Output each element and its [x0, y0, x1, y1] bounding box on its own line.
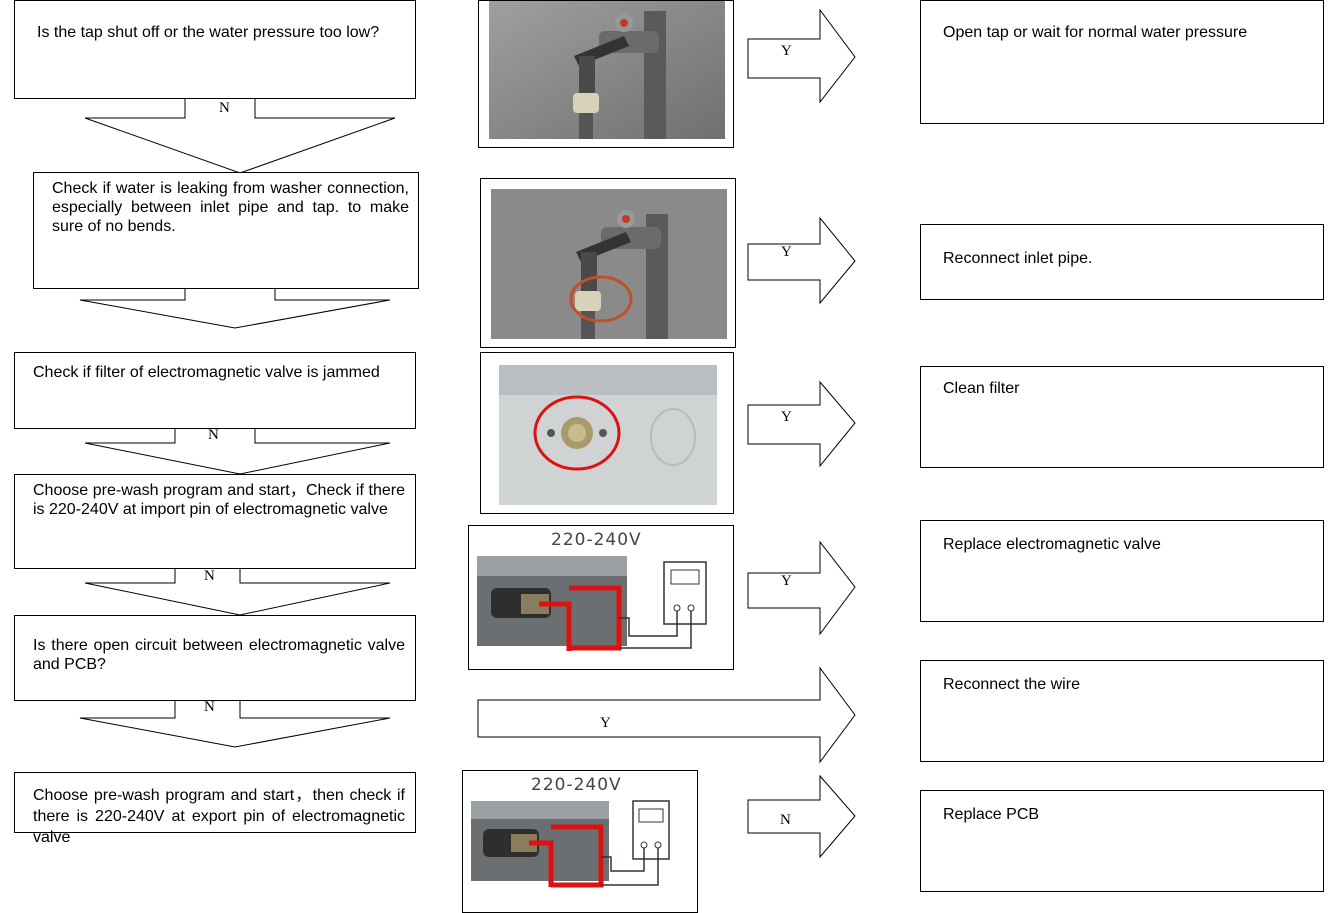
right-arrow-2	[747, 216, 856, 305]
question-text-3: Check if filter of electromagnetic valve…	[33, 364, 380, 381]
question-box-2: Check if water is leaking from washer co…	[33, 172, 419, 289]
question-box-6: Choose pre-wash program and start，then c…	[14, 772, 416, 846]
yes-label-1: Y	[781, 43, 792, 59]
action-box-6: Replace PCB	[920, 790, 1324, 892]
action-box-2: Reconnect inlet pipe.	[920, 224, 1324, 300]
tap-connection-photo	[480, 178, 736, 348]
yes-label-2: Y	[781, 244, 792, 260]
action-box-4: Replace electromagnetic valve	[920, 520, 1324, 622]
down-arrow-3	[84, 427, 391, 475]
voltage-label-1: 220-240V	[551, 530, 642, 550]
yes-label-5: Y	[600, 715, 611, 731]
question-box-3: Check if filter of electromagnetic valve…	[14, 352, 416, 429]
action-text-1: Open tap or wait for normal water pressu…	[943, 24, 1248, 41]
down-arrow-4	[84, 567, 391, 616]
question-box-1: Is the tap shut off or the water pressur…	[14, 0, 416, 99]
right-arrow-5	[477, 666, 856, 764]
tap-photo-drawing	[489, 1, 725, 139]
question-text-2: Check if water is leaking from washer co…	[52, 180, 409, 235]
filter-drawing	[499, 365, 717, 505]
right-arrow-1	[747, 8, 856, 104]
voltage-photo-import: 220-240V	[468, 525, 734, 670]
no-label-3: N	[208, 427, 219, 443]
action-text-4: Replace electromagnetic valve	[943, 536, 1161, 553]
tap-photo	[478, 0, 734, 148]
yes-label-4: Y	[781, 573, 792, 589]
question-text-1: Is the tap shut off or the water pressur…	[37, 24, 380, 41]
action-box-5: Reconnect the wire	[920, 660, 1324, 762]
action-text-3: Clean filter	[943, 380, 1020, 397]
action-text-5: Reconnect the wire	[943, 676, 1080, 693]
voltage-label-2: 220-240V	[531, 775, 622, 795]
question-text-5: Is there open circuit between electromag…	[33, 637, 405, 673]
question-box-4: Choose pre-wash program and start，Check …	[14, 474, 416, 569]
question-text-6: Choose pre-wash program and start，then c…	[33, 787, 405, 846]
question-text-4: Choose pre-wash program and start，Check …	[33, 482, 405, 518]
right-arrow-6	[747, 774, 856, 859]
tap-connection-drawing	[491, 189, 727, 339]
voltage-import-drawing	[477, 556, 707, 651]
action-box-3: Clean filter	[920, 366, 1324, 468]
right-arrow-3	[747, 380, 856, 468]
down-arrow-2	[79, 287, 391, 329]
question-box-5: Is there open circuit between electromag…	[14, 615, 416, 701]
no-arrow-label-6: N	[780, 812, 791, 828]
voltage-photo-export: 220-240V	[462, 770, 698, 913]
yes-label-3: Y	[781, 409, 792, 425]
right-arrow-4	[747, 540, 856, 636]
voltage-export-drawing	[471, 800, 670, 888]
no-label-4: N	[204, 568, 215, 584]
action-box-1: Open tap or wait for normal water pressu…	[920, 0, 1324, 124]
no-label-5: N	[204, 699, 215, 715]
filter-photo	[480, 352, 734, 514]
action-text-2: Reconnect inlet pipe.	[943, 250, 1093, 267]
down-arrow-5	[79, 699, 391, 748]
action-text-6: Replace PCB	[943, 806, 1040, 823]
no-label-1: N	[219, 100, 230, 116]
down-arrow-1	[84, 97, 396, 174]
